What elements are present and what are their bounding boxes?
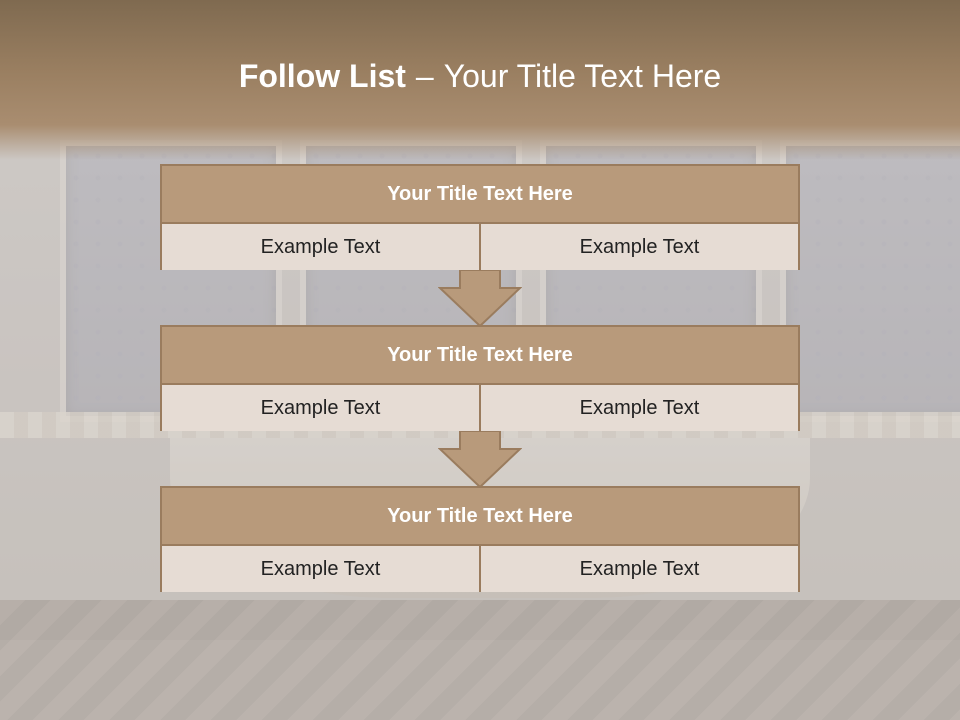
wall-panel [780, 140, 960, 422]
block-title: Your Title Text Here [162, 327, 798, 385]
block-row: Example Text Example Text [162, 385, 798, 431]
list-block-1: Your Title Text Here Example Text Exampl… [160, 164, 800, 270]
down-arrow-icon [438, 431, 522, 489]
block-cell-right: Example Text [479, 385, 798, 431]
block-cell-left: Example Text [162, 224, 479, 270]
down-arrow-icon [438, 270, 522, 328]
block-cell-right: Example Text [479, 546, 798, 592]
block-cell-right: Example Text [479, 224, 798, 270]
page-title-rest: Your Title Text Here [443, 58, 722, 94]
block-title: Your Title Text Here [162, 488, 798, 546]
page-title-bold: Follow List [238, 58, 406, 94]
page-title-separator: – [415, 58, 434, 94]
header-band [0, 0, 960, 160]
list-block-3: Your Title Text Here Example Text Exampl… [160, 486, 800, 592]
block-row: Example Text Example Text [162, 546, 798, 592]
block-title: Your Title Text Here [162, 166, 798, 224]
block-row: Example Text Example Text [162, 224, 798, 270]
page-title: Follow List–Your Title Text Here [0, 54, 960, 98]
block-cell-left: Example Text [162, 546, 479, 592]
parquet-floor [0, 600, 960, 720]
list-block-2: Your Title Text Here Example Text Exampl… [160, 325, 800, 431]
block-cell-left: Example Text [162, 385, 479, 431]
